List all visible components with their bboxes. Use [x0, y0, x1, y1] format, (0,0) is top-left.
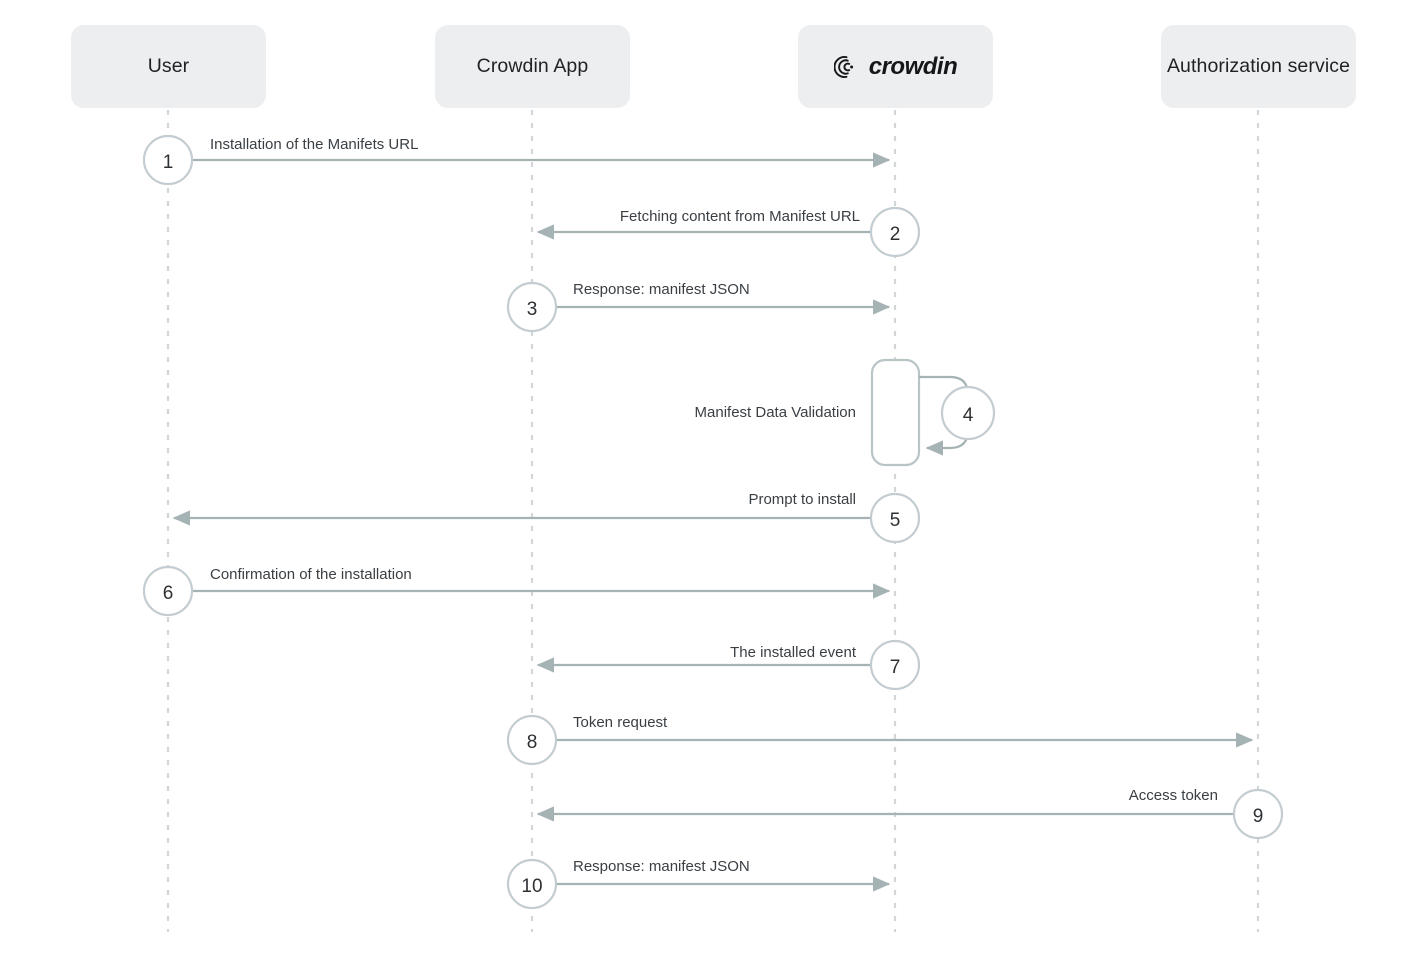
- crowdin-logo-text: crowdin: [868, 52, 958, 80]
- step-circle-5: [869, 492, 921, 544]
- step-number-10: 10: [521, 876, 543, 897]
- step-number-6: 6: [162, 583, 174, 604]
- step-circle-8: [506, 714, 558, 766]
- crowdin-swirl-icon: [833, 55, 853, 78]
- step-number-8: 8: [526, 732, 538, 753]
- step-number-5: 5: [889, 510, 901, 531]
- actor-header-crowdin-app[interactable]: Crowdin App: [435, 25, 630, 108]
- message-label-9: Access token: [1128, 787, 1218, 804]
- step-circle-7: [869, 639, 921, 691]
- step-circle-10: [506, 858, 558, 910]
- message-label-3: Response: manifest JSON: [573, 281, 750, 298]
- message-label-4: Manifest Data Validation: [694, 404, 856, 421]
- step-number-3: 3: [526, 299, 538, 320]
- step-circle-4: [940, 385, 996, 441]
- step-circle-2: [869, 206, 921, 258]
- message-label-6: Confirmation of the installation: [210, 566, 412, 583]
- step-circle-1: [142, 134, 194, 186]
- step-number-7: 7: [889, 657, 901, 678]
- message-label-5: Prompt to install: [748, 491, 856, 508]
- message-arrows: [172, 152, 1254, 892]
- actor-label-authorization-service: Authorization service: [1166, 55, 1351, 78]
- actor-label-user: User: [147, 55, 190, 78]
- message-label-8: Token request: [573, 714, 668, 731]
- step-circle-6: [142, 565, 194, 617]
- message-label-1: Installation of the Manifets URL: [210, 136, 419, 153]
- message-label-7: The installed event: [730, 644, 856, 661]
- message-label-2: Fetching content from Manifest URL: [619, 208, 860, 225]
- step-circle-3: [506, 281, 558, 333]
- step-number-4: 4: [962, 405, 974, 426]
- actor-header-authorization-service[interactable]: Authorization service: [1161, 25, 1356, 108]
- step-number-9: 9: [1252, 806, 1264, 827]
- step-number-1: 1: [162, 152, 174, 173]
- step-circle-9: [1232, 788, 1284, 840]
- crowdin-logo: crowdin: [833, 52, 958, 81]
- step-circles: [142, 134, 1284, 910]
- step-number-2: 2: [889, 224, 901, 245]
- actor-label-crowdin-app: Crowdin App: [476, 55, 589, 78]
- actor-header-user[interactable]: User: [71, 25, 266, 108]
- lifelines: [166, 110, 1260, 932]
- message-label-10: Response: manifest JSON: [573, 858, 750, 875]
- actor-header-crowdin[interactable]: crowdin: [798, 25, 993, 108]
- activation-box-crowdin: [870, 358, 921, 467]
